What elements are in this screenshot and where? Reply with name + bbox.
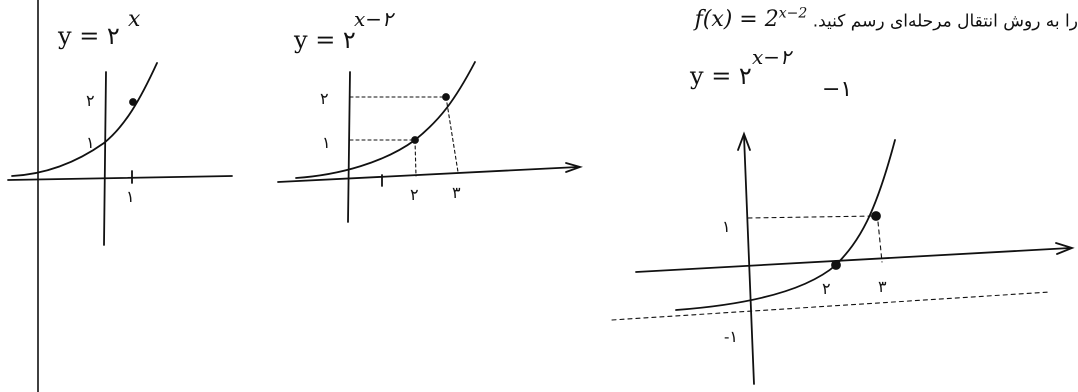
graph1: y = ۲ x ۱ ۱ ۲ xyxy=(7,7,233,246)
graph2-guides xyxy=(349,96,459,177)
graph2-tick-y2-label: ۲ xyxy=(320,89,329,108)
graph3-asymptote xyxy=(611,291,1051,321)
question-text: را به روش انتقال مرحله‌ای رسم کنید. ‪f(x… xyxy=(538,6,1078,32)
graph2-y-axis xyxy=(347,71,351,223)
graph3-x-arrow xyxy=(1055,242,1075,255)
graph2-title: y = ۲ xyxy=(293,26,356,54)
graph2-tick-y1-label: ۱ xyxy=(322,133,331,152)
graph1-exponent: x xyxy=(128,7,141,32)
graph3-guides xyxy=(611,215,1051,321)
graph3-tick-x2-label: ۲ xyxy=(822,279,831,298)
graph2-tick-x3-label: ۳ xyxy=(452,183,461,202)
graph3-tick-ym1-label: -۱ xyxy=(724,327,738,346)
question-function: ‪f(x) = 2x−2‬ xyxy=(694,6,808,33)
graph1-x-axis xyxy=(7,175,233,181)
graph2: y = ۲ x−۲ ۲ ۳ ۱ ۲ xyxy=(277,7,583,223)
graph3-minus-one: −۱ xyxy=(822,77,852,102)
graph2-exponent: x−۲ xyxy=(354,7,396,31)
graph3-y-axis xyxy=(743,135,755,385)
graph1-curve xyxy=(11,62,158,177)
graph3-title: y = ۲ xyxy=(689,62,752,90)
graph1-title: y = ۲ xyxy=(57,22,120,50)
graph3-tick-x3-label: ۳ xyxy=(878,277,887,296)
graph1-tick-x-label: ۱ xyxy=(126,187,135,206)
graph3-tick-y1-label: ۱ xyxy=(722,217,731,236)
graph2-x-arrow xyxy=(565,162,583,173)
question-instruction: را به روش انتقال مرحله‌ای رسم کنید. xyxy=(812,11,1078,32)
graph1-tick-y2-label: ۲ xyxy=(86,91,95,110)
graph3-curve xyxy=(675,139,896,311)
graph2-curve xyxy=(295,61,476,179)
graph2-tick-x2-label: ۲ xyxy=(410,185,419,204)
graph3-y-arrow xyxy=(737,131,751,151)
graph3-exponent: x−۲ xyxy=(752,45,794,69)
graph1-tick-y1-label: ۱ xyxy=(86,133,95,152)
graph3-point-1 xyxy=(831,260,841,270)
graph3: y = ۲ x−۲ −۱ ۲ ۳ ۱ -۱ xyxy=(611,45,1075,385)
graph1-y-axis xyxy=(103,71,107,246)
graph1-point xyxy=(129,98,137,106)
graph2-x-axis xyxy=(277,166,579,183)
graph3-x-axis xyxy=(635,247,1071,273)
